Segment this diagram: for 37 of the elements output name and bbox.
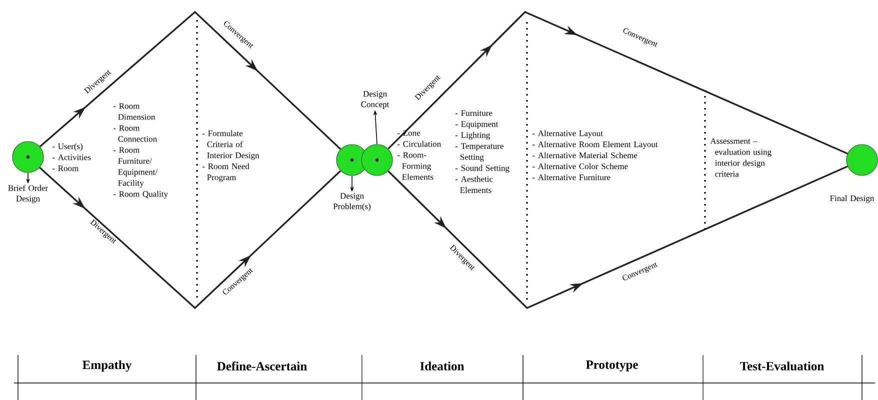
label: - Aesthetic Elements (456, 176, 493, 193)
label: - Alternative Color Scheme (532, 163, 628, 170)
bullet-list: - Room Dimension - Room Connection - Room Furniture/ Equipment/ Facility - Room Quality (114, 103, 168, 199)
node-label: Brief Order Design (8, 184, 48, 204)
column-header: Empathy (82, 360, 132, 372)
column-header: Define-Ascertain (217, 362, 307, 370)
label: - Room Connection (114, 125, 157, 142)
label: - Room Dimension (114, 103, 156, 120)
note-text: Assessment – evaluation using interior design criteria (710, 138, 772, 177)
label: - Room Quality (114, 190, 168, 199)
label: - Room Furniture/ Equipment/ Facility (114, 147, 158, 188)
label: - Sound Setting (456, 164, 510, 173)
column-header: Ideation (420, 362, 464, 370)
label: - Equipment (456, 121, 498, 129)
node-label: Final Design (830, 195, 874, 203)
label: - Alternative Furniture (532, 174, 610, 180)
label: - Furniture (456, 110, 492, 116)
bullet-list: - Formulate Criteria of Interior Design - Room Need Program (202, 130, 260, 182)
bullet-list: - Furniture - Equipment - Lighting - Temperature Setting - Sound Setting - Aesthetic Elements (456, 110, 510, 193)
label: - Lighting (456, 132, 490, 140)
node-label: Design Problem(s) (333, 193, 371, 211)
bullet-list: - Alternative Layout - Alternative Room Element Layout - Alternative Material Scheme - Alternative Color Scheme - Alternative Furniture (532, 130, 658, 180)
label: - Temperature Setting (456, 143, 504, 162)
arrow (388, 166, 848, 310)
arrow (388, 10, 848, 154)
circle-node (846, 144, 878, 176)
column-header: Test-Evaluation (740, 362, 824, 370)
column-header: Prototype (586, 360, 638, 372)
arrow (39, 10, 342, 150)
arrow (39, 166, 342, 310)
label: - Alternative Layout (532, 130, 603, 138)
bullet-list: - User(s) - Activities - Room (52, 143, 91, 172)
circle-node (12, 141, 44, 173)
node-label: Design Concept (361, 91, 390, 109)
label: - Alternative Material Scheme (532, 152, 638, 158)
circle-node (361, 144, 393, 176)
label: - Alternative Room Element Layout (532, 141, 658, 149)
